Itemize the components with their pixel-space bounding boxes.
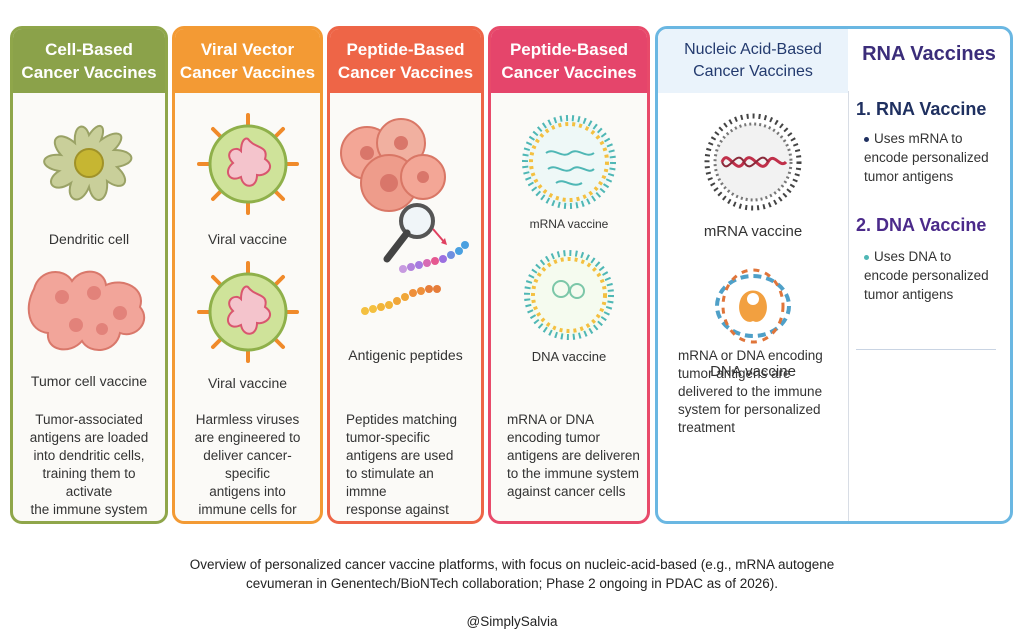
rna-vaccine-heading: 1. RNA Vaccine [856,99,987,119]
peptide-based-panel-2: Peptide-Based Cancer Vaccines mRNA vacci… [488,26,650,524]
panel-title-line-1: Viral Vector [200,40,295,59]
bullet-dot-icon [864,254,869,260]
nucleic-acid-panel: Nucleic Acid-Based Cancer Vaccines mRNA … [655,26,1013,524]
panel-header: Cell-Based Cancer Vaccines [13,29,165,93]
figure-caption: Overview of personalized cancer vaccine … [189,557,835,591]
viral-vector-description: Harmless viruses are engineered to deliv… [190,412,306,521]
panel-title-line-2: Cancer Vaccines [179,63,316,82]
nucleic-acid-description: mRNA or DNA encoding tumor antigens are … [678,348,823,435]
dna-vaccine-bullet: Uses DNA to encode personalized tumor an… [864,249,989,302]
bullet-dot-icon [864,136,869,142]
peptide-based-description: Peptides matching tumor-specific antigen… [346,412,458,521]
viral-particle-icon [175,257,320,367]
viral-vaccine-label-1: Viral vaccine [207,231,288,247]
dna-vaccine-label: DNA vaccine [710,363,796,380]
rna-vaccines-section: RNA Vaccines 1. RNA Vaccine Uses mRNA to… [848,29,1010,521]
panel-title-line-2: Cancer Vaccines [501,63,637,82]
panel-title-line-2: Cancer Vaccines [693,63,813,80]
panel-title-line-2: Cancer Vaccines [21,63,157,82]
panel-header: Nucleic Acid-Based Cancer Vaccines [658,29,848,93]
mrna-vaccine-label: mRNA vaccine [529,217,609,231]
cell-based-panel: Cell-Based Cancer Vaccines Dendritic cel… [10,26,168,524]
panel-title-line-1: Cell-Based [45,40,133,59]
mrna-nanoparticle-icon [658,107,848,217]
viral-vector-panel: Viral Vector Cancer Vaccines Viral vacci… [172,26,323,524]
peptide-based-panel: Peptide-Based Cancer Vaccines [327,26,484,524]
dendritic-cell-label: Dendritic cell [48,231,130,247]
panel-divider [848,91,849,521]
tumor-cell-vaccine-label: Tumor cell vaccine [30,373,148,389]
panel-header: Peptide-Based Cancer Vaccines [491,29,647,93]
peptide-based-2-description: mRNA or DNA encoding tumor antigens are … [507,412,640,499]
peptide-illustration [330,113,481,333]
tumor-cells-illustration [13,259,165,359]
author-handle: @SimplySalvia [466,614,558,629]
viral-vaccine-label-2: Viral vaccine [207,375,288,391]
viral-particle-icon [175,109,320,219]
dendritic-cell-illustration [13,115,165,215]
panel-title-line-2: Cancer Vaccines [337,63,474,82]
antigenic-peptides-label: Antigenic peptides [348,347,463,363]
mrna-lipid-nanoparticle-icon [491,107,647,217]
panel-title-line-1: Peptide-Based [346,40,465,59]
cell-based-description: Tumor-associated antigens are loaded int… [29,412,149,521]
panel-title-line-1: Peptide-Based [509,40,629,59]
rna-vaccine-bullet: Uses mRNA to encode personalized tumor a… [864,131,989,184]
dna-vaccine-label: DNA vaccine [531,349,607,364]
panel-title-line-1: Nucleic Acid-Based [684,41,822,58]
dna-vaccine-heading: 2. DNA Vaccine [856,215,987,235]
rna-vaccines-title: RNA Vaccines [862,43,996,65]
dna-lipid-nanoparticle-icon [491,245,647,345]
mrna-vaccine-label: mRNA vaccine [703,223,803,240]
panel-header: Peptide-Based Cancer Vaccines [330,29,481,93]
panel-header: Viral Vector Cancer Vaccines [175,29,320,93]
divider [856,349,996,350]
dna-complex-icon [658,261,848,351]
